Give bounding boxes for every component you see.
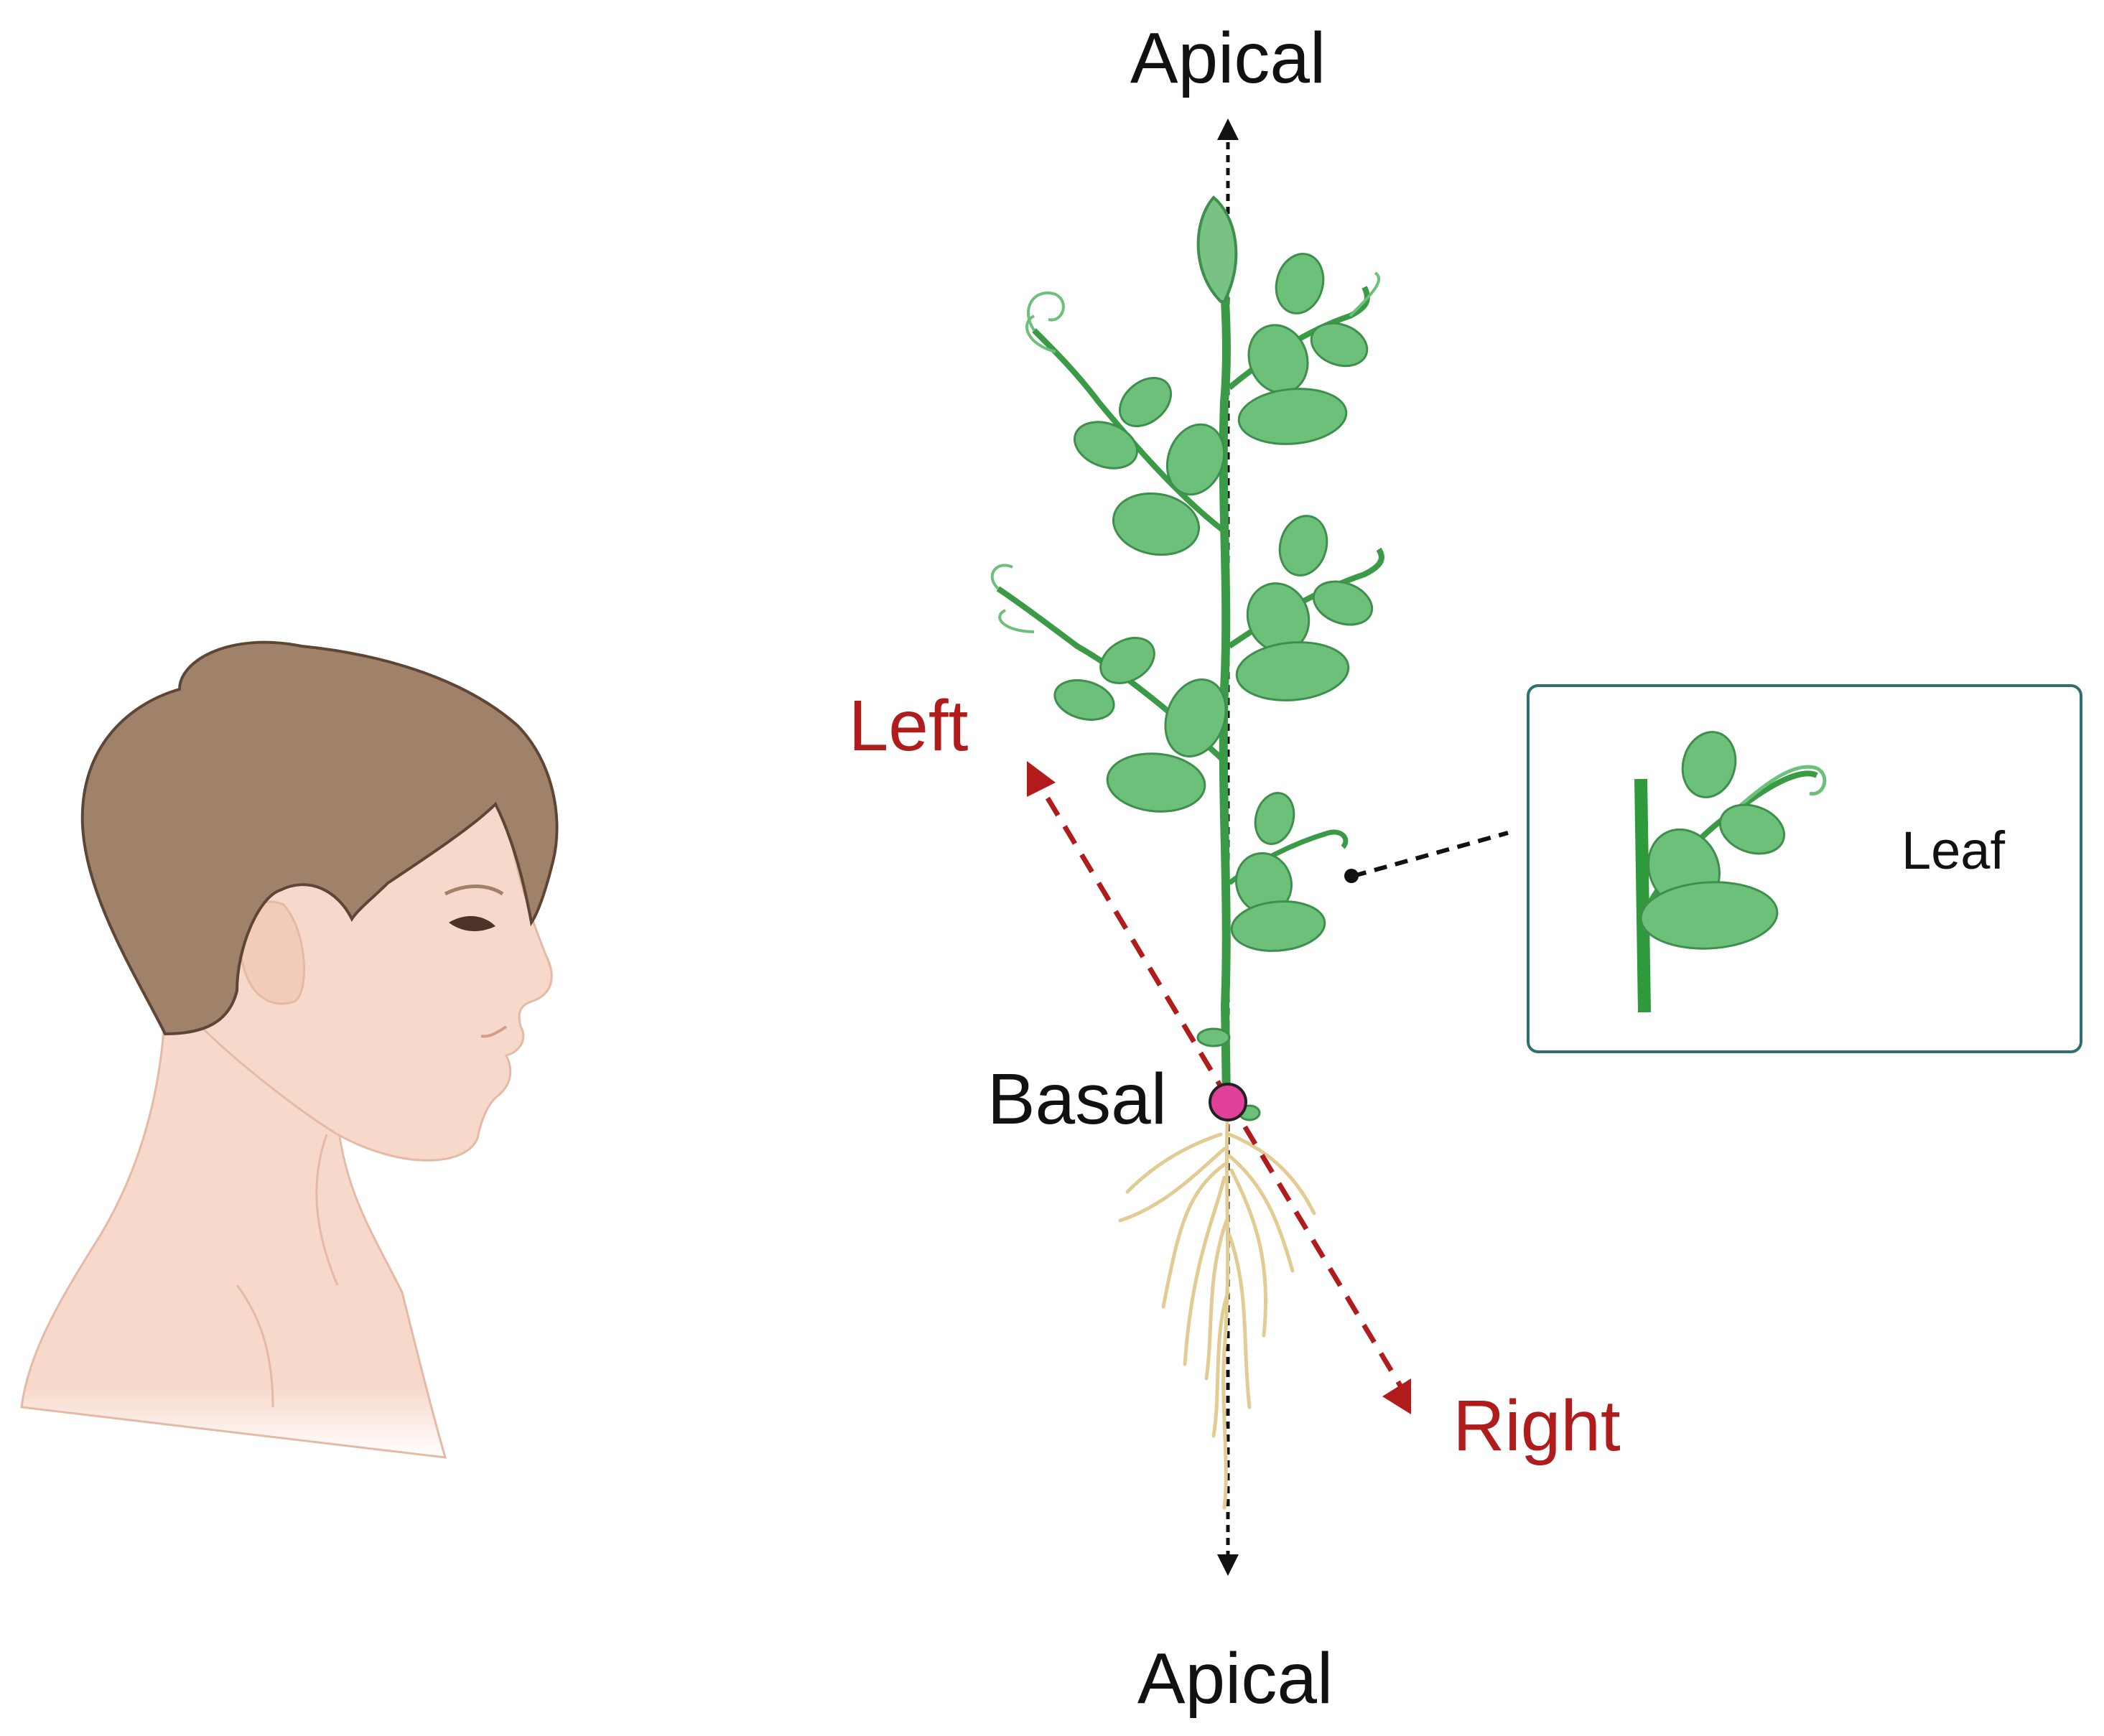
plant-roots	[1118, 1103, 1316, 1510]
left-arrowhead	[1027, 761, 1056, 797]
apical-top-label: Apical	[1130, 18, 1326, 98]
right-label: Right	[1453, 1386, 1621, 1466]
plant-branch-right-middle	[1227, 515, 1384, 701]
person-eyebrow	[444, 885, 504, 896]
leaf-callout-dot	[1344, 869, 1359, 883]
person-profile-icon	[20, 640, 559, 1459]
person-eye	[449, 915, 495, 931]
leaf-label: Leaf	[1901, 821, 2005, 880]
leaf-inset-box	[1527, 684, 2082, 1053]
person-shoulder-line	[236, 1284, 274, 1408]
basal-label: Basal	[987, 1059, 1167, 1139]
basal-point	[1209, 1083, 1247, 1121]
person-neck-line	[315, 1134, 339, 1286]
plant-stem	[1216, 225, 1231, 1103]
plant-branch-right-lower	[1227, 792, 1349, 952]
leaf-callout-line	[1353, 831, 1509, 878]
plant-branch-right-upper	[1227, 253, 1380, 445]
left-label: Left	[849, 686, 969, 766]
left-right-axis-right-half	[1225, 1097, 1403, 1387]
plant-lower-leaflet	[1196, 1027, 1231, 1047]
leaf-detail-icon	[1634, 731, 1827, 1013]
person-hair	[80, 640, 559, 1036]
left-right-axis-left-half	[1031, 774, 1231, 1100]
apical-bottom-label: Apical	[1137, 1638, 1333, 1719]
right-arrowhead	[1382, 1378, 1411, 1414]
plant-apical-bud	[1196, 195, 1238, 303]
plant-branch-left-middle	[990, 564, 1227, 813]
person-body	[20, 989, 447, 1459]
person-lips	[480, 1025, 508, 1038]
plant-branch-left-upper	[1025, 291, 1226, 556]
